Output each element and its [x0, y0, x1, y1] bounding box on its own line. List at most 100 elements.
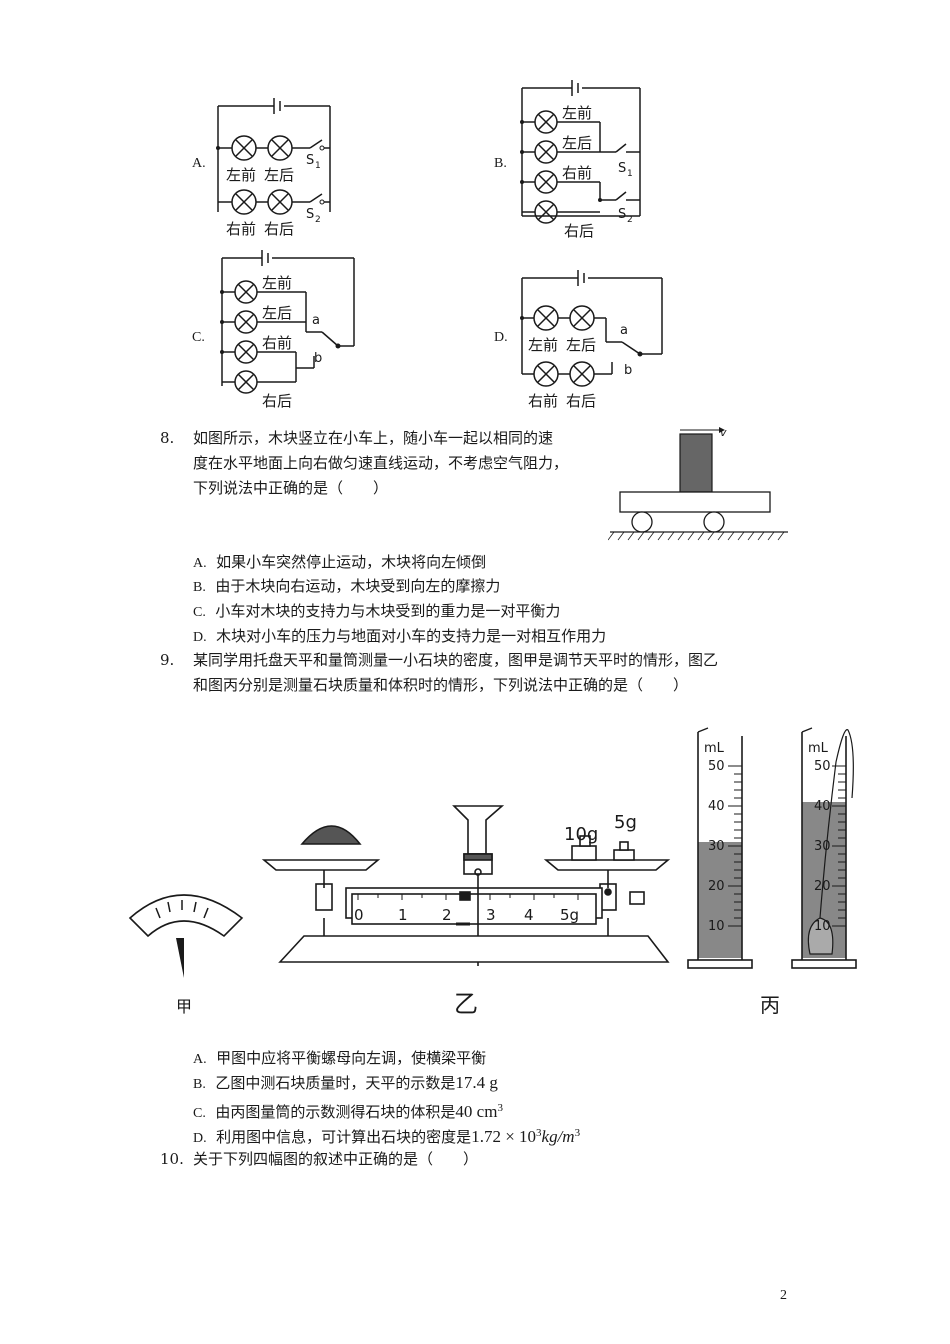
weight-10g: 10g	[564, 824, 598, 845]
q9-option-d-exponent: 3	[536, 1127, 542, 1139]
label-left-front: 左前	[226, 166, 256, 184]
q9-line-2: 和图丙分别是测量石块质量和体积时的情形，下列说法中正确的是（ ）	[193, 676, 689, 694]
cylinder-1	[687, 727, 753, 969]
switch-a-label: a	[312, 313, 320, 328]
switch-s1-label: S	[618, 161, 626, 176]
cylinder-2-unit: mL	[808, 741, 829, 756]
label-left-rear: 左后	[262, 304, 292, 322]
q9-option-d[interactable]: D. 利用图中信息，可计算出石块的密度是1.72 × 103kg/m3	[193, 1121, 580, 1151]
option-d-letter: D.	[494, 330, 508, 345]
cylinder-1-tick-30: 30	[708, 839, 725, 854]
q9-option-d-letter: D.	[193, 1131, 207, 1146]
switch-s2-label: S	[306, 207, 314, 222]
q9-option-c-letter: C.	[193, 1106, 206, 1121]
label-right-rear: 右后	[262, 392, 292, 410]
label-jia: 甲	[176, 997, 192, 1016]
q9-option-a-text: 甲图中应将平衡螺母向左调，使横梁平衡	[216, 1049, 487, 1067]
q8-option-a[interactable]: A. 如果小车突然停止运动，木块将向左倾倒	[193, 550, 486, 576]
cylinder-1-unit: mL	[704, 741, 725, 756]
q9-option-a[interactable]: A. 甲图中应将平衡螺母向左调，使横梁平衡	[193, 1046, 486, 1072]
label-yi: 乙	[454, 990, 478, 1018]
circuit-diagram-d: 左前 左后 右前 右后 a b	[520, 270, 663, 410]
q9-option-d-unit-exponent: 3	[574, 1127, 581, 1139]
switch-s1-label: S	[306, 153, 314, 168]
balance-dial	[128, 894, 244, 978]
label-left-rear: 左后	[562, 134, 592, 152]
circuit-diagram-c: 左前 左后 右前 右后 a b	[220, 250, 355, 410]
scale-tick-2: 2	[442, 906, 452, 924]
scale-tick-3: 3	[486, 906, 496, 924]
label-right-front: 右前	[226, 220, 256, 238]
label-right-rear: 右后	[264, 220, 294, 238]
switch-s1-sub: 1	[315, 161, 321, 171]
q8-option-a-letter: A.	[193, 556, 207, 571]
q9-option-c-exponent: 3	[497, 1102, 503, 1114]
scale-tick-5g: 5g	[560, 906, 579, 924]
label-right-front: 右前	[262, 334, 292, 352]
q9-option-c-value: 40 cm	[455, 1102, 498, 1121]
q9-option-b-letter: B.	[193, 1077, 206, 1092]
label-left-rear: 左后	[264, 166, 294, 184]
scale-tick-0: 0	[354, 906, 364, 924]
switch-s2-sub: 2	[627, 215, 633, 225]
label-right-front: 右前	[562, 164, 592, 182]
q9-option-a-letter: A.	[193, 1052, 207, 1067]
cylinder-1-tick-50: 50	[708, 759, 725, 774]
q8-option-c-text: 小车对木块的支持力与木块受到的重力是一对平衡力	[215, 602, 561, 620]
scale-tick-1: 1	[398, 906, 408, 924]
q8-option-c[interactable]: C. 小车对木块的支持力与木块受到的重力是一对平衡力	[193, 599, 560, 625]
option-c-letter: C.	[192, 330, 205, 345]
page-number: 2	[780, 1288, 787, 1303]
balance-scale-ticks	[357, 894, 579, 900]
cylinder-1-tick-40: 40	[708, 799, 725, 814]
cart-figure: v	[608, 426, 788, 541]
label-left-front: 左前	[528, 336, 558, 354]
cart-wheel-left	[631, 511, 653, 533]
q8-line-3: 下列说法中正确的是（ ）	[193, 479, 389, 497]
cylinder-2-tick-10: 10	[814, 919, 831, 934]
cylinder-2-tick-50: 50	[814, 759, 831, 774]
label-left-rear: 左后	[566, 336, 596, 354]
switch-s2-label: S	[618, 207, 626, 222]
q10-number: 10.	[160, 1150, 184, 1168]
cart-wheel-right	[703, 511, 725, 533]
cylinder-2-tick-40: 40	[814, 799, 831, 814]
label-right-front: 右前	[528, 392, 558, 410]
q8-line-2: 度在水平地面上向右做匀速直线运动，不考虑空气阻力，	[193, 454, 569, 472]
q9-option-c[interactable]: C. 由丙图量筒的示数测得石块的体积是40 cm3	[193, 1096, 503, 1126]
q8-option-b-letter: B.	[193, 580, 206, 595]
thread	[819, 729, 854, 919]
label-left-front: 左前	[562, 104, 592, 122]
q9-option-d-text: 利用图中信息，可计算出石块的密度是	[216, 1128, 472, 1146]
velocity-label: v	[720, 426, 727, 439]
label-bing: 丙	[760, 993, 780, 1017]
balance-cylinder-figure: 甲 0 1 2 3 4 5g 10g	[128, 727, 857, 1018]
q9-option-b[interactable]: B. 乙图中测石块质量时，天平的示数是17.4 g	[193, 1071, 498, 1097]
q8-option-d-text: 木块对小车的压力与地面对小车的支持力是一对相互作用力	[216, 627, 607, 645]
circuit-diagram-b: 左前 左后 右前 右后 S 1 S 2	[520, 80, 641, 240]
q8-option-a-text: 如果小车突然停止运动，木块将向左倾倒	[216, 553, 487, 571]
q9-option-b-value: 17.4 g	[455, 1073, 498, 1092]
q9-option-c-text: 由丙图量筒的示数测得石块的体积是	[215, 1103, 456, 1121]
q8-option-b-text: 由于木块向右运动，木块受到向左的摩擦力	[215, 577, 501, 595]
label-right-rear: 右后	[564, 222, 594, 240]
cylinder-1-tick-20: 20	[708, 879, 725, 894]
q8-option-d[interactable]: D. 木块对小车的压力与地面对小车的支持力是一对相互作用力	[193, 624, 606, 650]
switch-s1-sub: 1	[627, 169, 633, 179]
weight-5g: 5g	[614, 812, 637, 833]
q10-text: 关于下列四幅图的叙述中正确的是（ ）	[193, 1150, 479, 1168]
switch-s2-sub: 2	[315, 215, 321, 225]
q8-line-1: 如图所示，木块竖立在小车上，随小车一起以相同的速	[193, 429, 554, 447]
q9-number: 9.	[160, 651, 175, 669]
switch-b-label: b	[624, 363, 632, 378]
q8-option-b[interactable]: B. 由于木块向右运动，木块受到向左的摩擦力	[193, 574, 500, 600]
cylinder-2	[791, 727, 857, 969]
q8-option-c-letter: C.	[193, 605, 206, 620]
stone	[807, 917, 834, 955]
switch-a-label: a	[620, 323, 628, 338]
circuit-diagram-a: 左前 左后 右前 右后 S 1 S 2	[216, 98, 331, 238]
q9-option-b-text: 乙图中测石块质量时，天平的示数是	[215, 1074, 456, 1092]
cylinder-2-tick-30: 30	[814, 839, 831, 854]
q9-option-d-value: 1.72 × 10	[471, 1127, 537, 1146]
balance-scale	[261, 805, 671, 966]
